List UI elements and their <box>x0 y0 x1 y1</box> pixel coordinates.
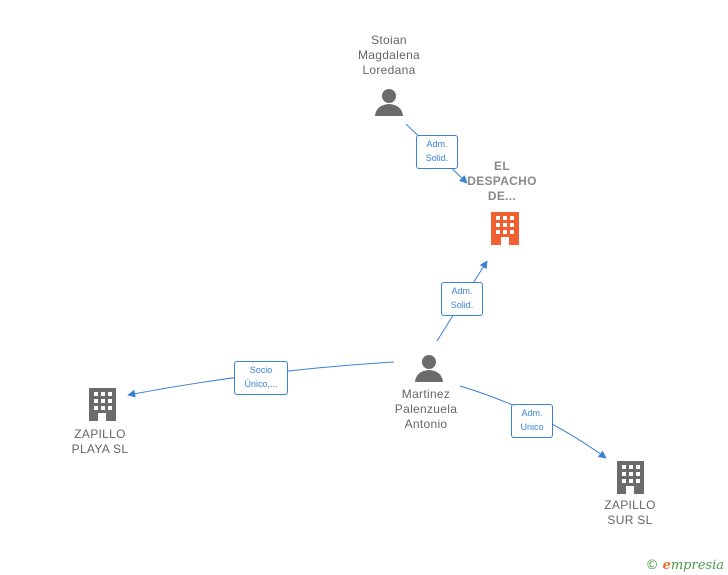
person-icon[interactable] <box>415 355 443 382</box>
node-label-line: ZAPILLO <box>74 427 126 441</box>
node-label-line: Loredana <box>362 63 416 77</box>
edge-label-line: Unico <box>520 422 544 432</box>
edge-label-line: Socio <box>249 365 273 375</box>
edge-label-line: Adm. <box>521 408 543 418</box>
edge-label-line: Adm. <box>426 139 448 149</box>
edge-label-martinez-playa[interactable]: Socio Único,... <box>234 361 288 395</box>
node-label-line: PLAYA SL <box>71 442 129 456</box>
person-icon[interactable] <box>375 89 403 116</box>
edge-label-martinez-despacho[interactable]: Adm. Solid. <box>441 282 483 316</box>
node-label-line: ZAPILLO <box>604 498 656 512</box>
node-label-line: Stoian <box>371 33 407 47</box>
edge-label-martinez-sur[interactable]: Adm. Unico <box>511 404 553 438</box>
node-label-line: SUR SL <box>607 513 653 527</box>
building-icon[interactable] <box>89 388 116 421</box>
node-label-despacho[interactable]: EL DESPACHO DE... <box>462 159 542 204</box>
node-label-line: Antonio <box>404 417 448 431</box>
node-label-stoian[interactable]: Stoian Magdalena Loredana <box>339 33 439 78</box>
edge-label-line: Único,... <box>244 379 278 389</box>
node-label-line: DE... <box>487 189 517 203</box>
node-label-zapillo-sur[interactable]: ZAPILLO SUR SL <box>585 498 675 528</box>
empresia-watermark: ©empresia <box>646 558 724 573</box>
building-icon[interactable] <box>491 212 519 245</box>
copyright-icon: © <box>645 558 659 573</box>
node-label-martinez[interactable]: Martinez Palenzuela Antonio <box>376 387 476 432</box>
node-label-line: Palenzuela <box>394 402 458 416</box>
node-label-line: Martinez <box>401 387 451 401</box>
edge-label-stoian-despacho[interactable]: Adm. Solid. <box>416 135 458 169</box>
node-label-line: EL <box>494 159 510 173</box>
edge-label-line: Adm. <box>451 286 473 296</box>
edge-label-line: Solid. <box>425 153 449 163</box>
building-icon[interactable] <box>617 461 644 494</box>
node-label-line: Magdalena <box>357 48 421 62</box>
node-label-zapillo-playa[interactable]: ZAPILLO PLAYA SL <box>55 427 145 457</box>
brand-initial: e <box>662 558 671 573</box>
edge-label-line: Solid. <box>450 300 474 310</box>
node-label-line: DESPACHO <box>467 174 537 188</box>
brand-name: mpresia <box>670 558 724 573</box>
